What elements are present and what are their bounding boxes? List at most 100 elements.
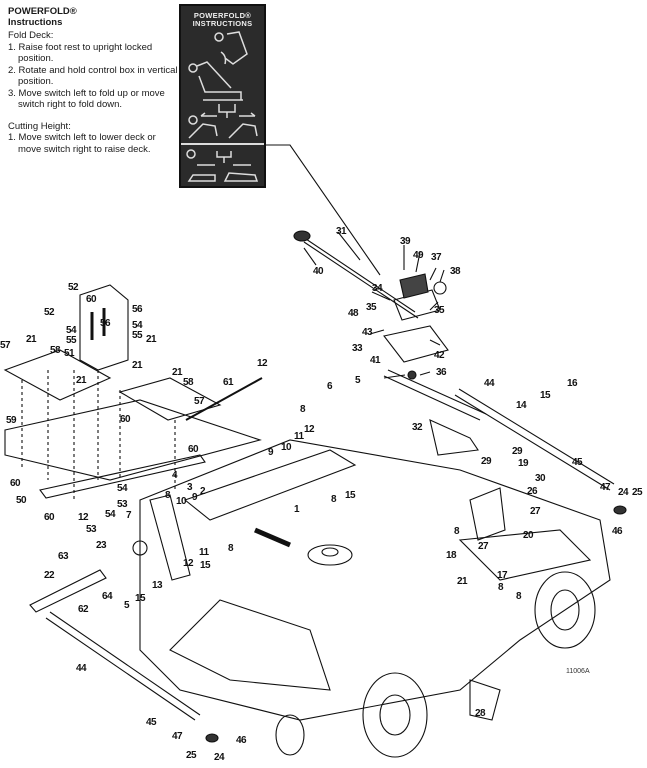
decal-title-line2: INSTRUCTIONS xyxy=(192,19,253,28)
callout-13: 13 xyxy=(152,580,163,591)
spring-49 xyxy=(399,273,429,299)
callout-40: 40 xyxy=(313,266,324,277)
rod-44-45 xyxy=(45,611,201,721)
callout-57: 57 xyxy=(194,396,205,407)
callout-25: 25 xyxy=(186,750,197,761)
callout-27: 27 xyxy=(530,506,541,517)
reference-code: 11006A xyxy=(566,668,590,675)
switch-icon xyxy=(218,104,236,118)
callout-16: 16 xyxy=(567,378,578,389)
deck-left-section xyxy=(169,599,331,691)
callout-27: 27 xyxy=(478,541,489,552)
plate-59 xyxy=(4,399,262,481)
callout-45: 45 xyxy=(572,457,583,468)
right-frame xyxy=(458,529,592,581)
callout-34: 34 xyxy=(372,283,383,294)
bracket-27 xyxy=(469,487,506,541)
callout-61: 61 xyxy=(223,377,234,388)
right-caster-wheel xyxy=(534,571,596,649)
callout-43: 43 xyxy=(362,327,373,338)
fold-deck-steps: 1. Raise foot rest to upright locked pos… xyxy=(8,42,178,111)
callout-12: 12 xyxy=(304,424,315,435)
callout-50: 50 xyxy=(16,495,27,506)
callout-57: 57 xyxy=(0,340,11,351)
bracket-28 xyxy=(469,679,501,721)
callout-56: 56 xyxy=(132,304,143,315)
step-marker-1-icon xyxy=(214,32,224,42)
callout-58: 58 xyxy=(50,345,61,356)
callout-51: 51 xyxy=(64,348,75,359)
step-marker-2-icon xyxy=(188,63,198,73)
callout-21: 21 xyxy=(26,334,37,345)
callout-38: 38 xyxy=(450,266,461,277)
callout-47: 47 xyxy=(600,482,611,493)
callout-32: 32 xyxy=(412,422,423,433)
footrest-icon xyxy=(224,31,248,65)
left-arm xyxy=(149,494,191,581)
left-plate-57 xyxy=(3,349,112,401)
callout-30: 30 xyxy=(535,473,546,484)
callout-60: 60 xyxy=(10,478,21,489)
fold-deck-step: 1. Raise foot rest to upright locked pos… xyxy=(8,41,153,65)
hose xyxy=(254,527,291,548)
fold-deck-heading: Fold Deck: xyxy=(8,30,54,41)
callout-3: 3 xyxy=(187,482,193,493)
callout-21: 21 xyxy=(146,334,157,345)
callout-55: 55 xyxy=(66,335,77,346)
callout-12: 12 xyxy=(183,558,194,569)
callout-18: 18 xyxy=(446,550,457,561)
callout-21: 21 xyxy=(457,576,468,587)
callout-24: 24 xyxy=(618,487,629,498)
callout-49: 49 xyxy=(413,250,424,261)
main-deck xyxy=(139,439,611,721)
callout-59: 59 xyxy=(6,415,17,426)
rod-44-45-right xyxy=(454,388,615,491)
callout-26: 26 xyxy=(527,486,538,497)
callout-48: 48 xyxy=(348,308,359,319)
callout-45: 45 xyxy=(146,717,157,728)
callout-35: 35 xyxy=(434,305,445,316)
callout-9: 9 xyxy=(268,447,274,458)
callout-54: 54 xyxy=(132,320,143,331)
callout-12: 12 xyxy=(78,512,89,523)
callout-21: 21 xyxy=(172,367,183,378)
callout-15: 15 xyxy=(135,593,146,604)
callout-29: 29 xyxy=(512,446,523,457)
callout-60: 60 xyxy=(120,414,131,425)
callout-37: 37 xyxy=(431,252,442,263)
callout-17: 17 xyxy=(497,570,508,581)
callout-31: 31 xyxy=(336,226,347,237)
callout-41: 41 xyxy=(370,355,381,366)
callout-8: 8 xyxy=(516,591,522,602)
callout-15: 15 xyxy=(345,490,356,501)
callout-44: 44 xyxy=(76,663,87,674)
callout-21: 21 xyxy=(132,360,143,371)
arm-22 xyxy=(29,569,107,613)
callout-8: 8 xyxy=(498,582,504,593)
callout-28: 28 xyxy=(475,708,486,719)
rod-50 xyxy=(39,454,206,499)
callout-52: 52 xyxy=(44,307,55,318)
instructions-panel: POWERFOLD® Instructions Fold Deck: 1. Ra… xyxy=(8,6,178,155)
callout-54: 54 xyxy=(117,483,128,494)
powerfold-decal: POWERFOLD® INSTRUCTIONS xyxy=(179,4,266,188)
callout-47: 47 xyxy=(172,731,183,742)
callout-8: 8 xyxy=(454,526,460,537)
callout-23: 23 xyxy=(96,540,107,551)
callout-46: 46 xyxy=(612,526,623,537)
callout-20: 20 xyxy=(523,530,534,541)
cutting-height-heading: Cutting Height: xyxy=(8,120,71,132)
callout-11: 11 xyxy=(294,431,304,442)
callout-42: 42 xyxy=(434,350,445,361)
callout-12: 12 xyxy=(257,358,268,369)
callout-8: 8 xyxy=(331,494,337,505)
control-bracket xyxy=(383,325,449,363)
callout-35: 35 xyxy=(366,302,377,313)
callout-2: 2 xyxy=(200,486,206,497)
decal-cutting-height-pictogram xyxy=(186,149,259,182)
fold-deck-step: 3. Move switch left to fold up or move s… xyxy=(8,87,165,111)
pivot-tube-1 xyxy=(183,449,357,521)
callout-53: 53 xyxy=(117,499,128,510)
callout-8: 8 xyxy=(165,490,171,501)
